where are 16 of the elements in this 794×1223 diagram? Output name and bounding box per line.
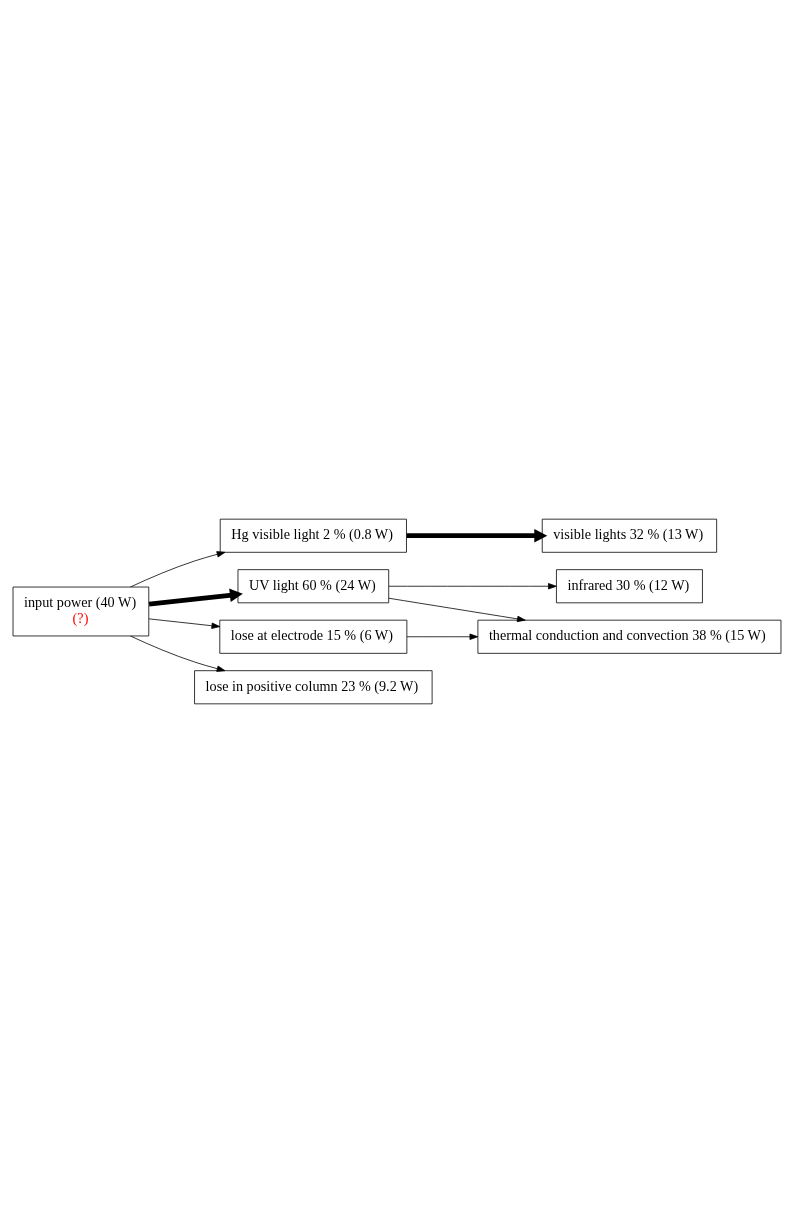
arrow [148, 618, 221, 629]
node-box: thermal conduction and convection 38 % (15 W) [477, 619, 782, 654]
arrow [388, 597, 526, 623]
node-box: visible lights 32 % (13 W) [541, 518, 718, 553]
arrow [406, 633, 479, 640]
arrow [406, 528, 548, 543]
arrow [148, 588, 243, 607]
node-box: input power (40 W) (?) [12, 586, 150, 637]
node-box: UV light 60 % (24 W) [237, 569, 390, 604]
node-box: lose in positive column 23 % (9.2 W) [194, 670, 433, 705]
node-box: Hg visible light 2 % (0.8 W) [219, 518, 407, 553]
node-box: infrared 30 % (12 W) [556, 569, 703, 604]
arrow [388, 583, 557, 590]
arrow [130, 551, 226, 588]
arrow [130, 635, 226, 672]
node-box: lose at electrode 15 % (6 W) [219, 619, 408, 654]
